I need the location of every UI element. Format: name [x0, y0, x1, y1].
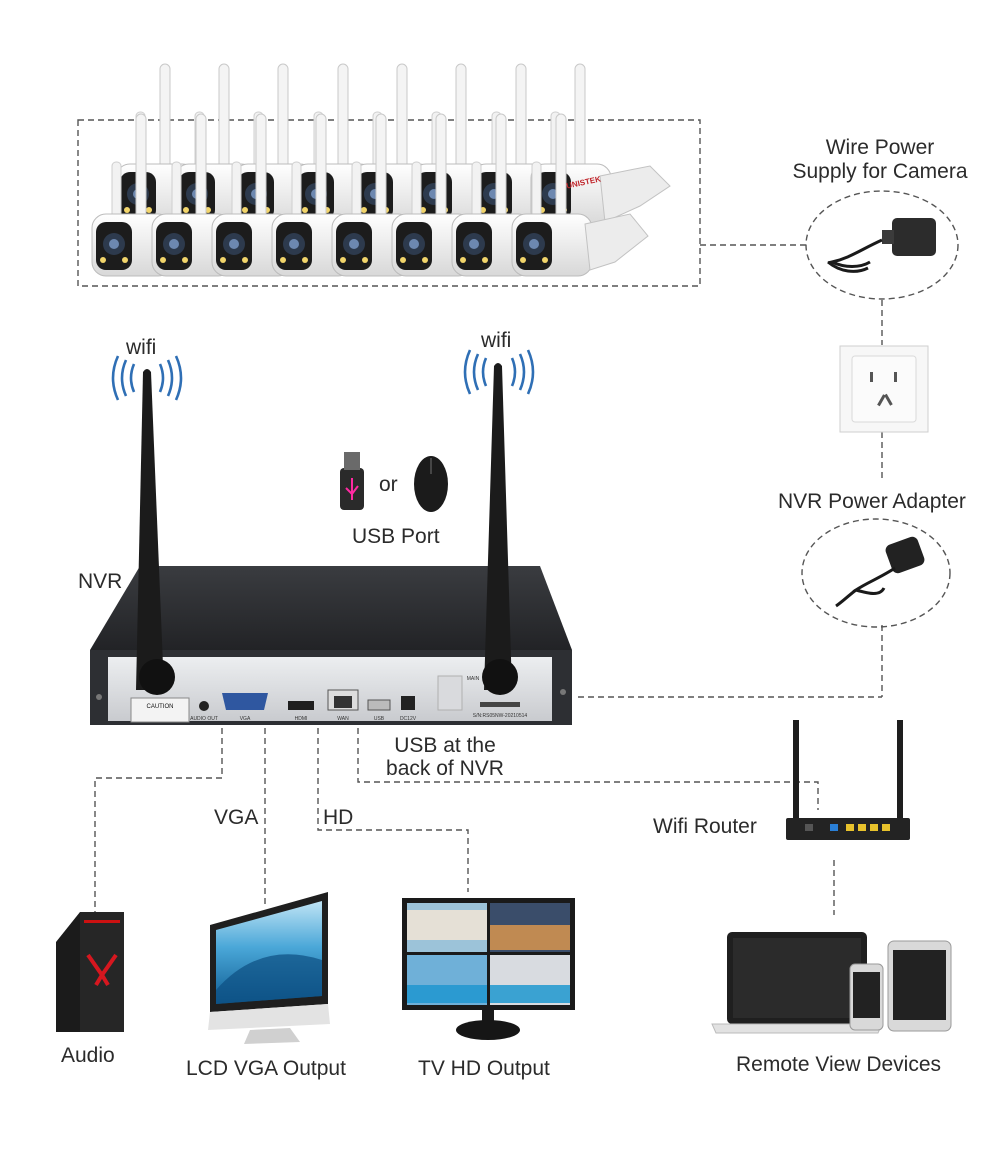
smartphone-icon: [849, 963, 884, 1031]
wan-port-label: WAN: [337, 716, 349, 722]
camera-row-back: [115, 63, 671, 227]
usb-back-line1: USB at the: [394, 734, 496, 757]
connection-lines: [94, 244, 883, 915]
nvr-label: NVR: [78, 570, 123, 593]
nvr-power-adapter-label: NVR Power Adapter: [778, 490, 966, 513]
tv-monitor-icon: [402, 898, 575, 1040]
camera-power-supply-icon: [805, 190, 959, 300]
nvr-antenna-left: [136, 369, 175, 695]
audio-pc-tower-icon: [56, 912, 124, 1032]
usb-back-line2: back of NVR: [386, 757, 504, 780]
nvr-power-adapter-icon: [801, 518, 951, 628]
wire-power-label: Wire Power Supply for Camera: [780, 136, 980, 184]
wall-socket-icon: [839, 345, 929, 433]
mouse-icon: [414, 456, 448, 512]
wire-power-line2: Supply for Camera: [792, 160, 968, 183]
wifi-router-icon: [786, 720, 910, 840]
audio-out-port-label: AUDIO OUT: [190, 716, 218, 722]
lcd-vga-output-label: LCD VGA Output: [186, 1057, 346, 1080]
usb-port-label: USB: [374, 716, 385, 722]
camera-group: [77, 63, 701, 287]
lcd-monitor-icon: [208, 892, 330, 1044]
audio-label: Audio: [61, 1044, 115, 1067]
tablet-icon: [887, 940, 952, 1032]
camera-row-front: [91, 113, 649, 277]
camera-group-frame: [77, 119, 701, 287]
usb-back-label: USB at the back of NVR: [380, 734, 510, 780]
vga-label: VGA: [214, 806, 259, 829]
remote-view-devices-label: Remote View Devices: [736, 1053, 942, 1076]
wifi-waves-left-icon: [111, 355, 183, 401]
dc-port-label: DC12V: [400, 716, 417, 722]
tv-hd-output-label: TV HD Output: [418, 1057, 550, 1080]
hdmi-port-label: HDMI: [295, 716, 308, 722]
nvr-top: [90, 566, 572, 650]
or-label: or: [379, 473, 398, 496]
vga-port-label: VGA: [240, 716, 251, 722]
wifi-left-label: wifi: [126, 336, 157, 359]
usb-stick-icon: [340, 452, 364, 510]
usb-port-label: USB Port: [352, 525, 440, 548]
laptop-icon: [711, 932, 883, 1034]
wifi-waves-right-icon: [463, 349, 535, 395]
wifi-right-label: wifi: [481, 329, 512, 352]
wifi-router-label: Wifi Router: [653, 815, 757, 838]
hd-label: HD: [323, 806, 354, 829]
nvr-antenna-right: [482, 363, 518, 695]
caution-text: CAUTION: [147, 704, 174, 710]
wire-power-line1: Wire Power: [825, 136, 935, 159]
main-antenna-label: MAIN: [467, 676, 480, 682]
serial-number: S/N:RS05NW-20210514: [473, 713, 528, 719]
